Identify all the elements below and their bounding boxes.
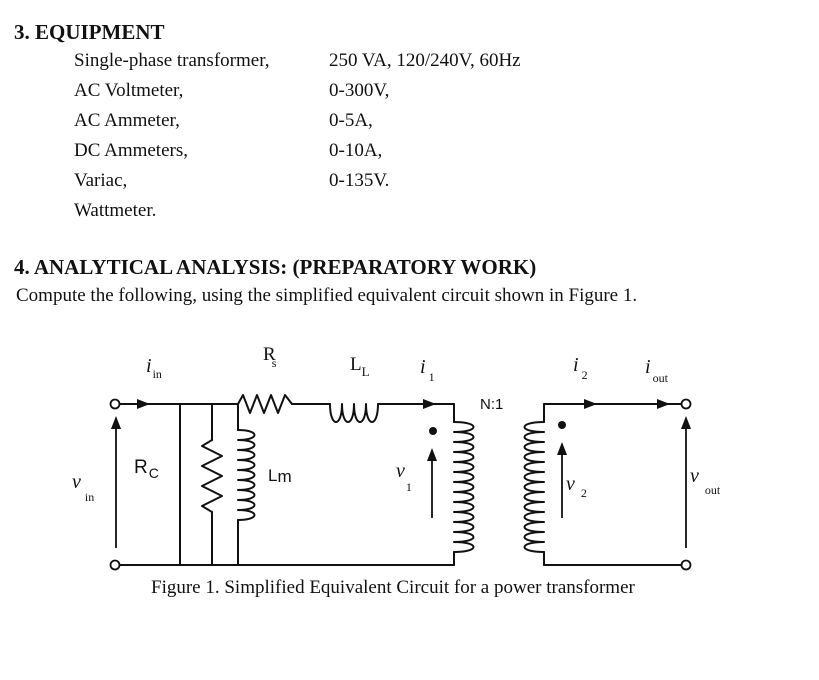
equipment-value-dc-ammeters: 0-10A, <box>329 140 383 161</box>
arrow-v2-head <box>557 442 567 455</box>
equipment-name-transformer: Single-phase transformer, <box>74 50 270 71</box>
arrow-i-out <box>657 399 670 409</box>
inductor-ll <box>329 403 379 423</box>
equipment-name-variac: Variac, <box>74 170 128 191</box>
resistor-rc <box>201 439 223 513</box>
equipment-value-transformer: 250 VA, 120/240V, 60Hz <box>329 50 521 71</box>
label-i-in: iin <box>146 355 162 381</box>
equipment-name-ac-ammeter: AC Ammeter, <box>74 110 180 131</box>
section-4-intro: Compute the following, using the simplif… <box>16 285 638 306</box>
section-4-heading: 4. ANALYTICAL ANALYSIS: (PREPARATORY WOR… <box>14 255 537 279</box>
arrow-i1 <box>423 399 436 409</box>
primary-winding <box>453 421 475 553</box>
label-rc: RC <box>134 457 159 481</box>
label-rs: Rs <box>263 344 277 370</box>
label-v-in: vin <box>72 471 94 504</box>
label-v1: v1 <box>396 460 412 494</box>
arrow-v-out-head <box>681 416 691 429</box>
arrow-v1-head <box>427 448 437 461</box>
equipment-name-voltmeter: AC Voltmeter, <box>74 80 184 101</box>
equipment-name-wattmeter: Wattmeter. <box>74 200 157 221</box>
equipment-value-variac: 0-135V. <box>329 170 390 191</box>
arrow-i-in <box>137 399 150 409</box>
input-terminal-top <box>109 398 121 410</box>
input-terminal-bottom <box>109 559 121 571</box>
section-3-heading: 3. EQUIPMENT <box>14 20 165 44</box>
label-v-out: vout <box>690 465 721 497</box>
primary-polarity-dot <box>429 427 437 435</box>
secondary-polarity-dot <box>558 421 566 429</box>
resistor-rs <box>237 394 293 414</box>
arrow-v-in-head <box>111 416 121 429</box>
equipment-value-voltmeter: 0-300V, <box>329 80 390 101</box>
output-terminal-top <box>680 398 692 410</box>
output-terminal-bottom <box>680 559 692 571</box>
equipment-value-ac-ammeter: 0-5A, <box>329 110 373 131</box>
equipment-name-dc-ammeters: DC Ammeters, <box>74 140 188 161</box>
arrow-i2 <box>584 399 597 409</box>
figure-caption: Figure 1. Simplified Equivalent Circuit … <box>151 577 635 598</box>
label-lm: Lm <box>268 466 292 486</box>
label-turns-ratio: N:1 <box>480 396 503 413</box>
secondary-winding <box>523 421 545 553</box>
inductor-lm <box>237 429 256 521</box>
label-ll: LL <box>350 354 370 379</box>
